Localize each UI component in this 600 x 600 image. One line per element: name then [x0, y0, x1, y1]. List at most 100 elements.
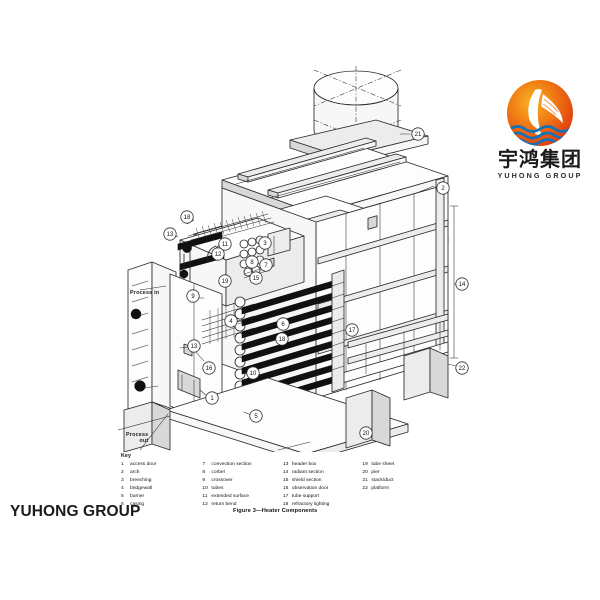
callout-circle	[345, 323, 359, 337]
key-row: 5 burner	[121, 493, 202, 501]
yuhong-group-logo: 宇鸿集团 YUHONG GROUP	[488, 78, 592, 186]
key-item-number: 6	[121, 501, 124, 507]
key-item-number: 15	[282, 477, 289, 483]
key-item-number: 1	[121, 462, 124, 468]
callout-circle	[436, 181, 450, 195]
callout-number: 4	[229, 319, 233, 325]
key-item-number: 3	[121, 477, 124, 483]
heater-isometric-drawing: .ln { fill:none; stroke:#2b2b2b; stroke-…	[118, 58, 474, 452]
callout-bubble-15: 15	[249, 271, 263, 285]
callout-circle	[455, 361, 469, 375]
key-item-label: burner	[130, 493, 145, 499]
key-item-label: breeching	[130, 477, 152, 483]
callout-circle	[211, 247, 225, 261]
callout-number: 13	[191, 344, 198, 350]
key-item-label: tube support	[291, 493, 320, 499]
key-item-label: bridgewall	[130, 485, 153, 491]
key-item-label: casing	[130, 501, 145, 507]
key-item-number: 2	[121, 470, 124, 476]
piers	[123, 347, 449, 452]
callout-number: 5	[254, 414, 258, 420]
key-item-label: radiant section	[291, 470, 324, 476]
callout-bubble-2: 2	[436, 181, 450, 195]
key-row: 6 casing	[121, 501, 202, 509]
callout-bubble-3: 3	[258, 236, 272, 250]
callout-number: 9	[191, 294, 195, 300]
callout-bubble-7: 7	[259, 258, 273, 272]
key-item-number: 7	[202, 462, 206, 468]
key-item-number: 8	[202, 470, 206, 476]
callout-circle	[275, 332, 289, 346]
key-item-label: access door	[130, 462, 157, 468]
key-row: 1 access door	[121, 461, 202, 469]
tubes-dark	[241, 279, 337, 411]
key-item-number: 12	[202, 501, 208, 507]
callout-circle	[411, 127, 425, 141]
callout-bubble-20: 20	[359, 426, 373, 440]
key-item-label: stack/duct	[371, 477, 394, 483]
callout-bubble-6: 6	[276, 317, 290, 331]
key-item-label: tube sheet	[371, 462, 395, 468]
process-in-label: Process in	[130, 290, 160, 296]
callout-bubble-5: 5	[249, 409, 263, 423]
figure-caption: Figure 3—Heater Components	[233, 508, 318, 514]
callout-bubble-1: 1	[205, 391, 219, 405]
callout-circle	[359, 426, 373, 440]
callout-number: 7	[264, 263, 268, 269]
key-item-number: 17	[282, 493, 289, 499]
key-item-number: 14	[282, 470, 289, 476]
callout-circle	[249, 409, 263, 423]
key-item-label: return bend	[211, 501, 237, 507]
key-item-number: 20	[362, 470, 368, 476]
process-out-label: Process out	[126, 432, 149, 445]
callout-bubble-18: 18	[275, 332, 289, 346]
key-item-label: crossover	[211, 477, 233, 483]
key-item-label: refractory lighting	[291, 501, 330, 507]
callout-bubble-13: 13	[187, 339, 201, 353]
callout-number: 2	[441, 186, 445, 192]
callout-number: 15	[253, 276, 260, 282]
callout-number: 6	[281, 322, 285, 328]
key-item-label: header box	[291, 462, 317, 468]
key-item-number: 11	[202, 493, 208, 499]
key-item-number: 19	[362, 462, 368, 468]
callout-number: 1	[210, 396, 214, 402]
callout-circle	[245, 255, 259, 269]
key-item-label: corbel	[211, 470, 225, 476]
key-item-number: 18	[282, 501, 289, 507]
callout-circle	[218, 274, 232, 288]
callout-bubble-9: 9	[186, 289, 200, 303]
key-title: Key	[121, 453, 132, 459]
callout-bubble-18: 18	[180, 210, 194, 224]
callout-number: 10	[250, 371, 257, 377]
radiant-tube-bank	[234, 269, 345, 416]
callout-bubble-16: 16	[202, 361, 216, 375]
callout-bubble-8: 8	[245, 255, 259, 269]
callout-number: 21	[415, 132, 422, 138]
logo-english-name: YUHONG GROUP	[497, 171, 583, 180]
key-item-number: 5	[121, 493, 124, 499]
ground-reference-lines	[118, 413, 311, 451]
callout-number: 18	[279, 337, 286, 343]
callout-circle	[187, 339, 201, 353]
callout-bubble-12: 12	[211, 247, 225, 261]
callout-bubble-17: 17	[345, 323, 359, 337]
callout-number: 17	[349, 328, 356, 334]
callout-bubble-11: 11	[218, 237, 232, 251]
callout-bubble-4: 4	[224, 314, 238, 328]
callout-bubble-21: 21	[411, 127, 425, 141]
tube-support	[331, 269, 345, 393]
callout-circle	[246, 366, 260, 380]
